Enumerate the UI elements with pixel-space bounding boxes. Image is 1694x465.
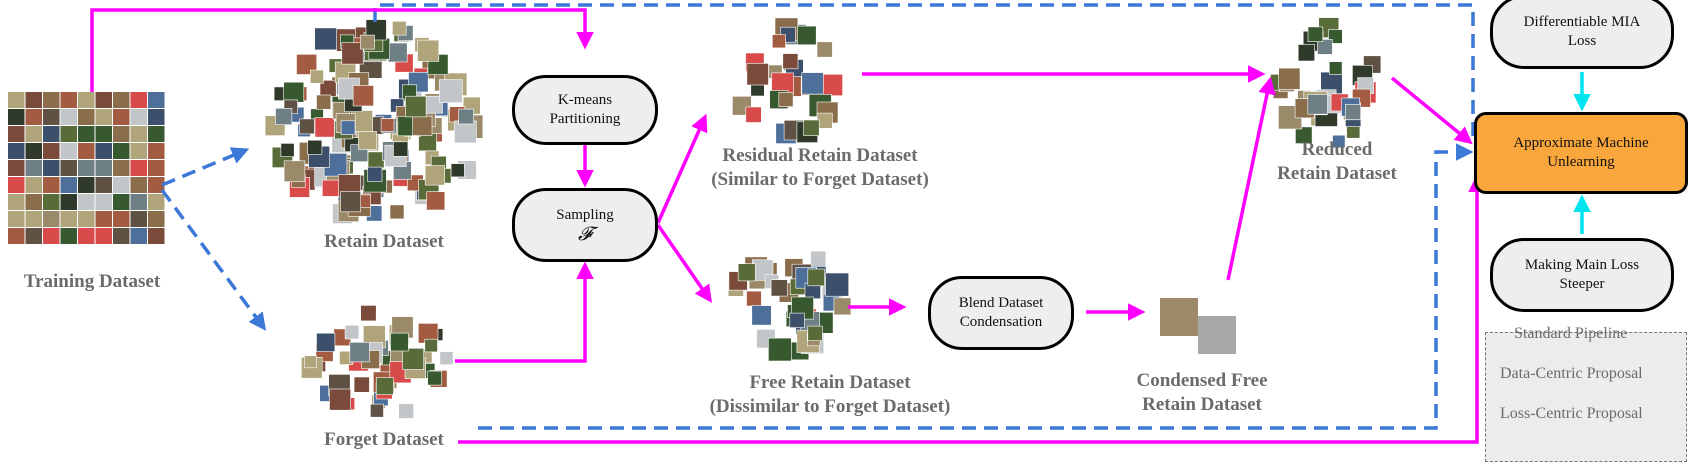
condensed-image-2 — [1198, 316, 1236, 354]
arrow-training-to-retain — [161, 147, 250, 187]
residual-retain-line-1: Residual Retain Dataset — [722, 145, 918, 166]
differentiable-mia-node: Differentiable MIA Loss — [1490, 0, 1674, 69]
condensed-image-1 — [1160, 298, 1198, 336]
free-retain-line-2: (Dissimilar to Forget Dataset) — [709, 396, 951, 417]
free-retain-image-collage — [727, 250, 852, 362]
blend-node: Blend Dataset Condensation — [928, 276, 1074, 350]
condensed-free-label: Condensed Free Retain Dataset — [1112, 369, 1292, 417]
sampling-symbol: 𝓕 — [577, 223, 593, 245]
reduced-retain-image-collage — [1270, 17, 1382, 149]
arrow-forget-to-sampling — [455, 261, 594, 363]
arrow-training-to-forget — [160, 188, 267, 331]
arrow-forget-to-approx — [458, 174, 1486, 444]
forget-dataset-label: Forget Dataset — [324, 429, 444, 450]
sampling-node: Sampling 𝓕 — [512, 188, 658, 262]
condensed-line-2: Retain Dataset — [1142, 394, 1262, 415]
training-dataset-image-grid — [8, 92, 165, 244]
sampling-label: Sampling — [556, 207, 614, 223]
residual-retain-line-2: (Similar to Forget Dataset) — [711, 169, 929, 190]
arrow-sampling-to-residual — [656, 113, 708, 224]
approximate-unlearning-node: Approximate Machine Unlearning — [1474, 112, 1688, 194]
residual-retain-label: Residual Retain Dataset (Similar to Forg… — [690, 144, 950, 192]
arrow-sampling-to-free — [656, 224, 712, 303]
standard-top-line — [373, 3, 1475, 138]
legend: Standard Pipeline Data-Centric Proposal … — [1485, 325, 1687, 462]
legend-standard: Standard Pipeline — [1514, 325, 1628, 342]
free-retain-line-1: Free Retain Dataset — [749, 372, 911, 393]
legend-data-centric: Data-Centric Proposal — [1500, 365, 1643, 382]
condensed-line-1: Condensed Free — [1136, 370, 1268, 391]
free-retain-label: Free Retain Dataset (Dissimilar to Forge… — [690, 371, 970, 419]
reduced-retain-label: Reduced Retain Dataset — [1252, 138, 1422, 186]
kmeans-node: K-means Partitioning — [512, 75, 658, 145]
arrow-training-to-kmeans — [90, 8, 594, 92]
retain-dataset-label: Retain Dataset — [324, 231, 444, 252]
reduced-line-1: Reduced — [1301, 139, 1373, 160]
arrow-reduced-to-approx — [1390, 76, 1473, 145]
arrow-condensed-to-reduced — [1226, 76, 1276, 281]
training-dataset-label: Training Dataset — [23, 271, 161, 292]
retain-dataset-image-collage — [264, 19, 484, 224]
main-loss-steeper-node: Making Main Loss Steeper — [1490, 238, 1674, 312]
forget-dataset-image-collage — [300, 305, 454, 419]
legend-loss-centric: Loss-Centric Proposal — [1500, 405, 1643, 422]
reduced-line-2: Retain Dataset — [1277, 163, 1397, 184]
residual-retain-image-collage — [732, 17, 843, 144]
